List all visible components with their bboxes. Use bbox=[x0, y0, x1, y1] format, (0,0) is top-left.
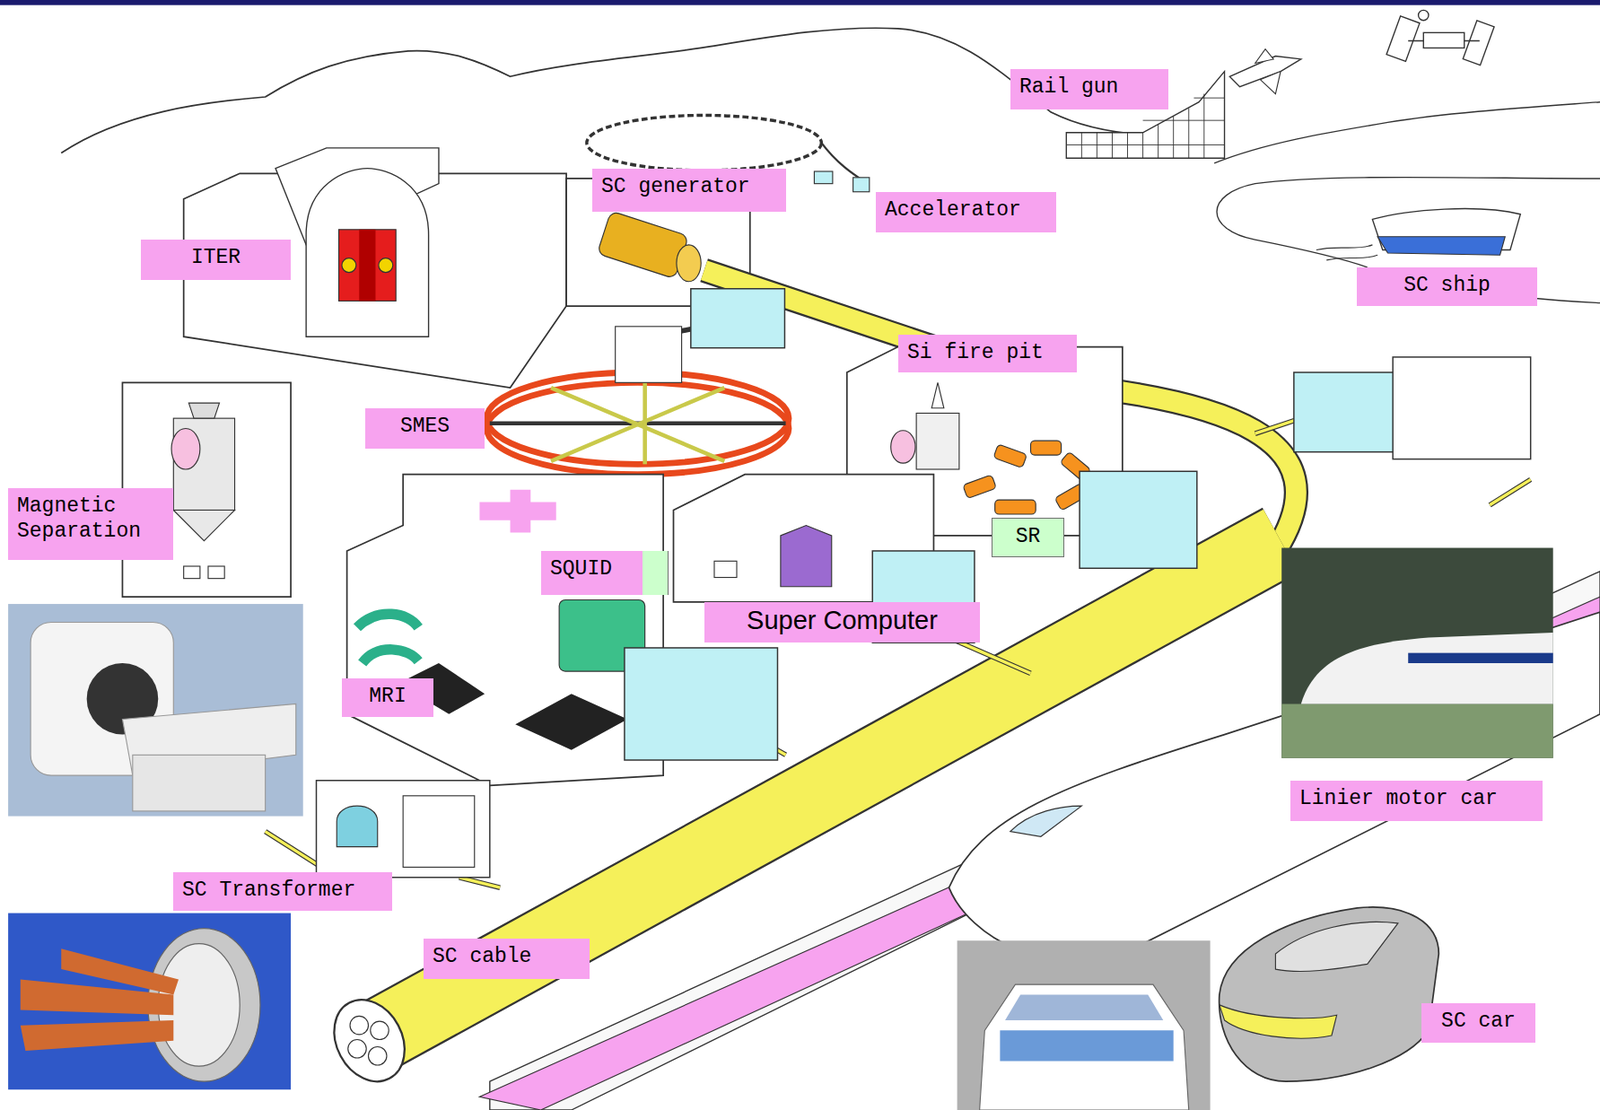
label-box: Super Computer bbox=[704, 602, 980, 643]
transformer-building bbox=[316, 780, 490, 878]
label-box: ITER bbox=[140, 239, 291, 280]
maglev-train bbox=[949, 612, 1600, 962]
separator bbox=[171, 402, 236, 579]
iter-hall bbox=[306, 168, 429, 338]
label-text: SC cable bbox=[432, 944, 581, 970]
smes-coil bbox=[486, 326, 789, 475]
label-box: Linier motor car bbox=[1290, 780, 1543, 822]
hill-outline bbox=[61, 27, 1143, 153]
sc-generator bbox=[596, 210, 701, 282]
label-box: SC generator bbox=[592, 168, 787, 212]
building bbox=[402, 795, 475, 868]
sc-transformer bbox=[336, 805, 377, 847]
super-computer bbox=[780, 525, 832, 587]
label-text: ITER bbox=[149, 244, 282, 271]
label-box: Accelerator bbox=[875, 192, 1057, 233]
equipment-box bbox=[1079, 471, 1198, 569]
label-text: SQUID bbox=[550, 556, 659, 582]
label-text: Si fire pit bbox=[907, 340, 1068, 366]
label-text: SR bbox=[1001, 524, 1055, 550]
train-window bbox=[1010, 805, 1083, 837]
label-box: Si fire pit bbox=[898, 334, 1077, 373]
label-text: Linier motor car bbox=[1299, 786, 1534, 812]
accelerator-ring bbox=[586, 114, 822, 170]
label-box: SC ship bbox=[1356, 267, 1538, 307]
si-reactor bbox=[891, 382, 960, 470]
top-bar bbox=[0, 0, 1600, 6]
label-box: SR bbox=[991, 517, 1065, 558]
hospital-building bbox=[347, 474, 665, 787]
label-box: Rail gun bbox=[1010, 69, 1169, 110]
label-text: SC ship bbox=[1365, 272, 1529, 298]
space-station bbox=[1386, 9, 1495, 65]
equipment-box bbox=[624, 647, 779, 761]
terminal bbox=[714, 560, 737, 578]
tokamak bbox=[339, 229, 397, 302]
label-box: SMES bbox=[365, 408, 485, 449]
label-text: MRI bbox=[350, 683, 425, 709]
equipment-box bbox=[1293, 372, 1397, 453]
maglev-photo bbox=[1281, 548, 1553, 759]
label-text: SMES bbox=[374, 413, 476, 439]
label-box: SC Transformer bbox=[173, 872, 393, 911]
label-text: Super Computer bbox=[713, 607, 971, 633]
red-cross bbox=[479, 489, 556, 534]
space-plane bbox=[1255, 49, 1281, 95]
label-box: SC cable bbox=[423, 938, 590, 980]
cable-photo bbox=[8, 913, 291, 1091]
label-box: Magnetic Separation bbox=[8, 488, 174, 560]
car-photo bbox=[957, 940, 1211, 1110]
mri-photo bbox=[8, 603, 304, 816]
label-text: SC Transformer bbox=[182, 877, 384, 903]
label-box: SQUID bbox=[541, 550, 669, 595]
label-text: Accelerator bbox=[884, 197, 1048, 223]
shore-line bbox=[1530, 297, 1600, 304]
accel-box bbox=[813, 171, 832, 184]
hill-outline bbox=[1214, 102, 1600, 164]
building bbox=[1392, 357, 1531, 460]
sr-ring bbox=[962, 440, 1092, 515]
label-text: SC car bbox=[1430, 1008, 1527, 1034]
equipment-box bbox=[690, 288, 786, 349]
accel-box bbox=[853, 177, 870, 193]
label-box: SC car bbox=[1421, 1003, 1536, 1043]
shore-line bbox=[1216, 177, 1600, 268]
track-rail bbox=[479, 596, 1600, 1110]
wake bbox=[1316, 244, 1378, 261]
label-text: Magnetic Separation bbox=[17, 493, 165, 544]
label-text: Rail gun bbox=[1019, 74, 1160, 100]
label-box: MRI bbox=[341, 678, 434, 717]
ship-hull bbox=[1377, 236, 1505, 255]
sc-car bbox=[1219, 907, 1440, 1082]
label-text: SC generator bbox=[601, 174, 778, 200]
